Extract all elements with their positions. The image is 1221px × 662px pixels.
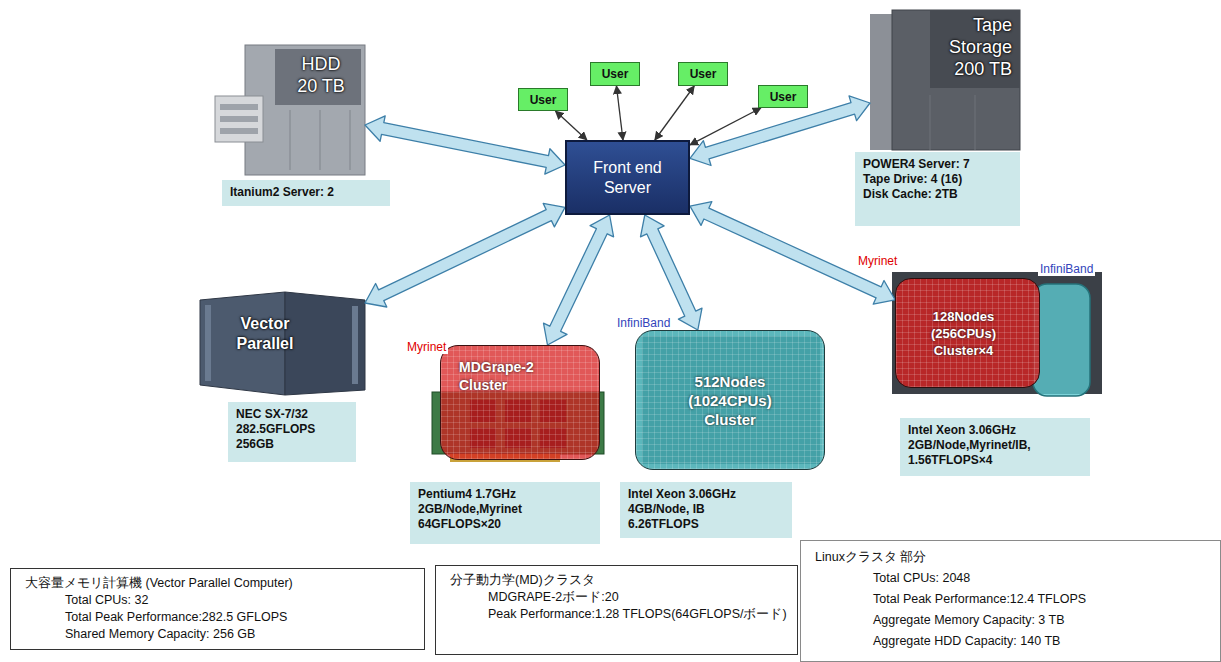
cluster-box: MDGrape-2Cluster: [440, 345, 600, 460]
computer-illustration: VectorParallel: [200, 290, 365, 395]
spec-caption: Intel Xeon 3.06GHz4GB/Node, IB6.26TFLOPS: [620, 482, 792, 538]
node-detail: 282.5GFLOPS: [236, 422, 348, 437]
thin-arrow: [690, 108, 761, 145]
thin-arrow-line: [616, 86, 623, 140]
node-detail: Aggregate HDD Capacity: 140 TB: [873, 631, 1210, 652]
node-text: Linuxクラスタ 部分: [815, 547, 1210, 568]
spec-caption: NEC SX-7/32282.5GFLOPS256GB: [228, 402, 356, 462]
node-detail: Cluster: [704, 410, 756, 429]
node-detail: Cluster×4: [934, 342, 994, 359]
thin-arrow-line: [555, 111, 586, 140]
thin-arrow-line: [690, 108, 761, 145]
node-detail: Total Peak Performance:282.5 GFLOPS: [65, 609, 414, 626]
node-detail: Total CPUs: 2048: [873, 568, 1210, 589]
summary-note: 分子動力学(MD)クラスタMDGRAPE-2ボード:20Peak Perform…: [435, 565, 798, 655]
node-text: 分子動力学(MD)クラスタ: [450, 572, 787, 589]
node-text: HDD: [302, 53, 341, 75]
node-text: User: [690, 67, 717, 81]
node-detail: Tape Drive: 4 (16): [863, 172, 1012, 187]
node-detail: Disk Cache: 2TB: [863, 187, 1012, 202]
thin-arrow: [655, 86, 694, 140]
storage-illustration: TapeStorage200 TB: [870, 10, 1020, 150]
node-detail: 200 TB: [954, 58, 1012, 80]
storage-illustration: HDD20 TB: [215, 45, 365, 175]
node-detail: 20 TB: [297, 75, 345, 97]
node-text: 大容量メモリ計算機 (Vector Parallel Computer): [25, 575, 414, 592]
node-text: 128Nodes: [933, 308, 994, 325]
user-box: User: [590, 62, 640, 86]
node-text: Intel Xeon 3.06GHz: [908, 423, 1082, 438]
node-text: MDGrape-2: [459, 358, 534, 376]
node-detail: Aggregate Memory Capacity: 3 TB: [873, 610, 1210, 631]
node-detail: (1024CPUs): [688, 391, 771, 410]
vector-computer: [200, 292, 365, 395]
thin-arrow-line: [655, 86, 694, 140]
node-text: Itanium2 Server: 2: [230, 185, 382, 200]
node-text: User: [602, 67, 629, 81]
node-detail: 4GB/Node, IB: [628, 502, 784, 517]
node-detail: Shared Memory Capacity: 256 GB: [65, 626, 414, 643]
node-detail: Storage: [949, 36, 1012, 58]
block-arrow-shape: [365, 203, 565, 307]
network-label: InfiniBand: [615, 316, 672, 330]
node-detail: Total CPUs: 32: [65, 592, 414, 609]
cluster-box: 128Nodes(256CPUs)Cluster×4: [895, 278, 1040, 388]
node-text: User: [530, 93, 557, 107]
cluster-cabinet: [892, 272, 1102, 396]
node-text: Front end: [593, 158, 661, 178]
node-text: User: [770, 90, 797, 104]
spec-caption: Pentium4 1.7GHz2GB/Node,Myrinet64GFLOPS×…: [410, 482, 600, 544]
block-arrow-shape: [641, 215, 703, 330]
thin-arrow: [616, 86, 623, 140]
block-arrow: [365, 116, 565, 174]
spec-caption: POWER4 Server: 7Tape Drive: 4 (16)Disk C…: [855, 152, 1020, 226]
user-box: User: [678, 62, 728, 86]
block-arrow: [544, 215, 614, 345]
node-detail: 64GFLOPS×20: [418, 517, 592, 532]
node-detail: Peak Performance:1.28 TFLOPS(64GFLOPS/ボー…: [488, 606, 787, 623]
node-detail: Parallel: [237, 334, 294, 354]
block-arrow: [641, 215, 703, 330]
summary-note: Linuxクラスタ 部分Total CPUs: 2048Total Peak P…: [800, 540, 1221, 662]
node-detail: (256CPUs): [931, 325, 996, 342]
node-detail: 1.56TFLOPS×4: [908, 453, 1082, 468]
node-text: 512Nodes: [695, 372, 766, 391]
node-detail: MDGRAPE-2ボード:20: [488, 589, 787, 606]
node-text: POWER4 Server: 7: [863, 157, 1012, 172]
user-box: User: [518, 88, 568, 111]
node-detail: Total Peak Performance:12.4 TFLOPS: [873, 589, 1210, 610]
block-arrow-shape: [544, 215, 614, 345]
server-box: Front endServer: [565, 140, 690, 215]
node-text: Tape: [973, 14, 1012, 36]
network-label: InfiniBand: [1038, 262, 1095, 276]
node-text: Pentium4 1.7GHz: [418, 487, 592, 502]
node-detail: 256GB: [236, 437, 348, 452]
node-detail: Server: [604, 178, 651, 198]
thin-arrow: [555, 111, 586, 140]
cluster-box: 512Nodes(1024CPUs)Cluster: [635, 330, 825, 470]
node-detail: Cluster: [459, 376, 507, 394]
node-detail: 6.26TFLOPS: [628, 517, 784, 532]
tape-library: [870, 10, 1020, 150]
network-label: Myrinet: [856, 254, 899, 268]
node-text: Intel Xeon 3.06GHz: [628, 487, 784, 502]
node-detail: 2GB/Node,Myrinet: [418, 502, 592, 517]
user-box: User: [758, 85, 808, 108]
node-text: NEC SX-7/32: [236, 407, 348, 422]
network-label: Myrinet: [405, 340, 448, 354]
node-detail: 2GB/Node,Myrinet/IB,: [908, 438, 1082, 453]
block-arrow: [365, 203, 565, 307]
block-arrow-shape: [365, 116, 565, 174]
hdd-rack: [215, 45, 365, 175]
summary-note: 大容量メモリ計算機 (Vector Parallel Computer)Tota…: [10, 568, 425, 650]
spec-caption: Itanium2 Server: 2: [222, 180, 390, 206]
node-text: Vector: [241, 314, 290, 334]
spec-caption: Intel Xeon 3.06GHz2GB/Node,Myrinet/IB,1.…: [900, 418, 1090, 476]
